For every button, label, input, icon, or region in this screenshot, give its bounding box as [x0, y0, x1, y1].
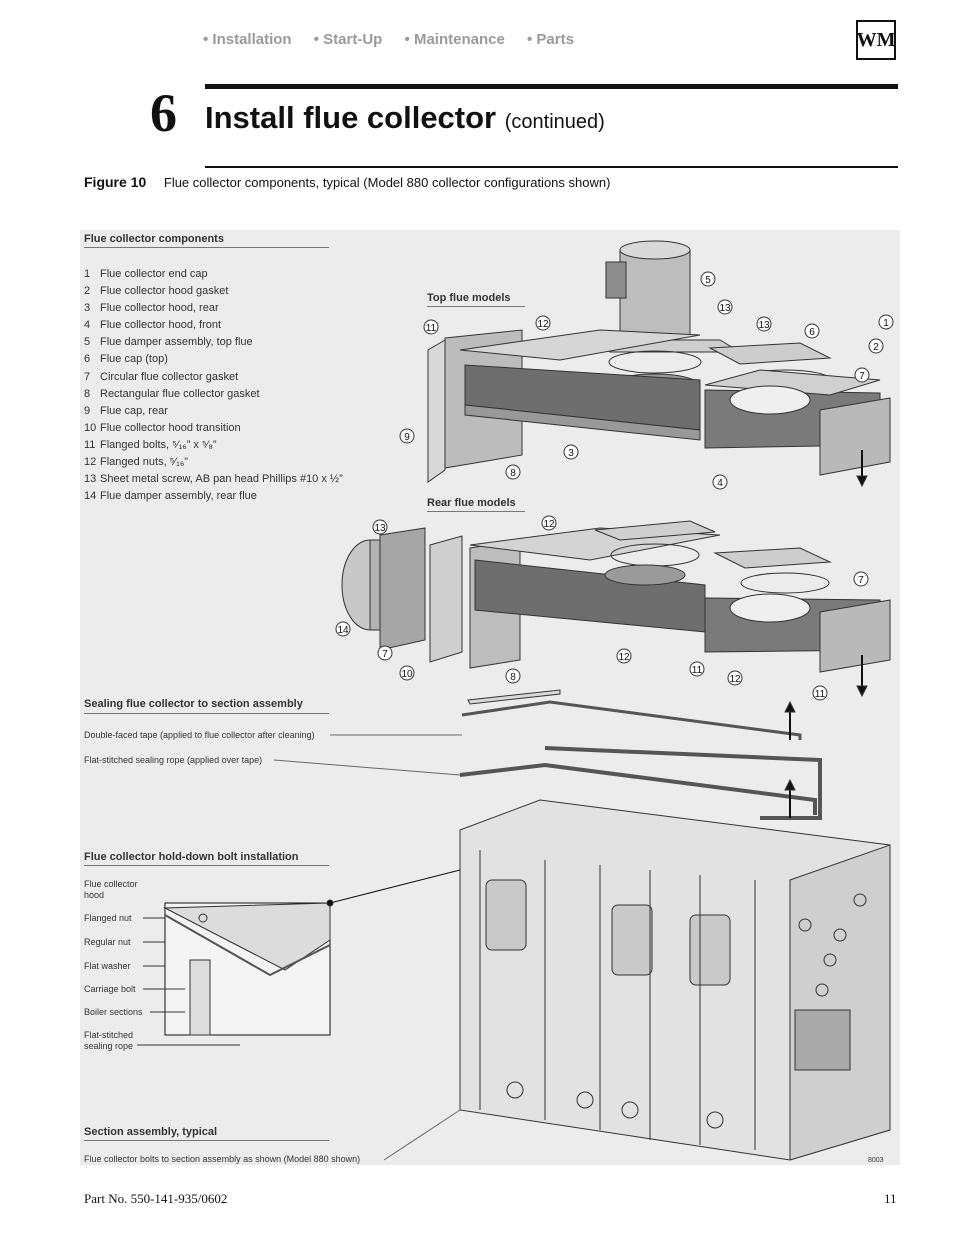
component-text: Flue collector hood gasket	[100, 285, 229, 298]
component-text: Flue damper assembly, rear flue	[100, 490, 257, 503]
component-text: Flue cap (top)	[100, 353, 168, 366]
component-text: Flanged bolts, ⁵⁄₁₆” x ⁵⁄₈”	[100, 438, 217, 451]
rear-flue-rule	[427, 511, 525, 512]
section-assembly-rule	[84, 1140, 329, 1141]
figure-caption-text: Flue collector components, typical (Mode…	[163, 175, 611, 190]
component-num: 12	[84, 456, 97, 469]
top-rule	[205, 84, 898, 89]
components-heading-rule	[84, 247, 329, 248]
page-number: 11	[884, 1191, 897, 1206]
component-num: 14	[84, 490, 97, 503]
nav-maintenance[interactable]: • Maintenance	[404, 31, 505, 48]
drawing-code: 8003	[868, 1157, 884, 1164]
components-heading: Flue collector components	[84, 233, 224, 245]
component-num: 13	[84, 473, 97, 486]
section-number: 6	[150, 83, 177, 143]
holddown-rule	[84, 865, 329, 866]
component-text: Flue damper assembly, top flue	[100, 336, 253, 349]
component-text: Rectangular flue collector gasket	[100, 387, 260, 400]
component-num: 11	[84, 438, 96, 451]
component-text: Circular flue collector gasket	[100, 370, 239, 383]
component-item: 11 Flanged bolts, ⁵⁄₁₆” x ⁵⁄₈”	[84, 437, 343, 454]
figure-caption: Figure 10 Flue collector components, typ…	[84, 174, 610, 190]
component-item: 3 Flue collector hood, rear	[84, 300, 343, 317]
title-suffix: (continued)	[504, 111, 605, 133]
component-num: 1	[84, 268, 91, 280]
holddown-label: Flat-stitched	[84, 1030, 134, 1040]
holddown-label: hood	[84, 890, 105, 900]
part-number: Part No. 550-141-935/0602	[84, 1191, 228, 1206]
component-num: 5	[84, 336, 91, 349]
sealing-rope-label: Flat-stitched sealing rope (applied over…	[84, 755, 263, 765]
holddown-heading: Flue collector hold-down bolt installati…	[84, 851, 299, 863]
component-num: 6	[84, 353, 91, 366]
title-rule	[205, 166, 898, 168]
component-item: 4 Flue collector hood, front	[84, 317, 343, 334]
component-num: 10	[84, 421, 97, 434]
component-text: Flanged nuts, ⁵⁄₁₆”	[100, 456, 188, 469]
component-item: 9 Flue cap, rear	[84, 403, 343, 420]
component-text: Flue collector end cap	[100, 268, 208, 280]
component-num: 7	[84, 370, 91, 383]
rear-flue-heading: Rear flue models	[427, 497, 516, 509]
holddown-label: Flanged nut	[84, 913, 132, 923]
component-num: 9	[84, 404, 91, 417]
component-text: Sheet metal screw, AB pan head Phillips …	[100, 473, 343, 486]
figure-label: Figure 10	[84, 174, 147, 190]
component-item: 2 Flue collector hood gasket	[84, 283, 343, 300]
component-num: 8	[84, 387, 91, 400]
holddown-label: Boiler sections	[84, 1007, 143, 1017]
component-text: Flue collector hood, front	[100, 319, 222, 332]
component-item: 5 Flue damper assembly, top flue	[84, 334, 343, 351]
sealing-rule	[84, 713, 329, 714]
nav-installation[interactable]: • Installation	[203, 31, 292, 48]
component-num: 4	[84, 319, 91, 332]
component-num: 2	[84, 285, 91, 298]
title-main: Install flue collector	[205, 100, 497, 135]
component-item: 8 Rectangular flue collector gasket	[84, 386, 343, 403]
holddown-label: Flat washer	[84, 961, 131, 971]
nav-start-up[interactable]: • Start-Up	[313, 31, 383, 48]
sealing-heading: Sealing flue collector to section assemb…	[84, 698, 303, 710]
component-text: Flue cap, rear	[100, 404, 168, 417]
component-text: Flue collector hood transition	[100, 421, 241, 434]
section-nav: • Installation • Start-Up • Maintenance …	[203, 31, 592, 48]
top-flue-rule	[427, 306, 525, 307]
component-item: 1 Flue collector end cap	[84, 266, 343, 283]
component-num: 3	[84, 302, 91, 315]
holddown-label: Flue collector	[84, 879, 138, 889]
component-item: 7 Circular flue collector gasket	[84, 369, 343, 386]
nav-parts[interactable]: • Parts	[526, 31, 574, 48]
section-assembly-heading: Section assembly, typical	[84, 1126, 218, 1138]
weil-mclain-logo: WM	[856, 20, 896, 60]
page-title: Install flue collector (continued)	[205, 100, 605, 136]
holddown-label: Regular nut	[84, 937, 131, 947]
holddown-label: Carriage bolt	[84, 984, 136, 994]
logo-text: WM	[856, 28, 896, 51]
component-item: 6 Flue cap (top)	[84, 351, 343, 368]
section-assembly-note: Flue collector bolts to section assembly…	[84, 1154, 361, 1164]
component-text: Flue collector hood, rear	[100, 302, 219, 315]
holddown-label: sealing rope	[84, 1041, 134, 1051]
top-flue-heading: Top flue models	[427, 292, 511, 304]
sealing-tape-label: Double-faced tape (applied to flue colle…	[84, 730, 315, 740]
